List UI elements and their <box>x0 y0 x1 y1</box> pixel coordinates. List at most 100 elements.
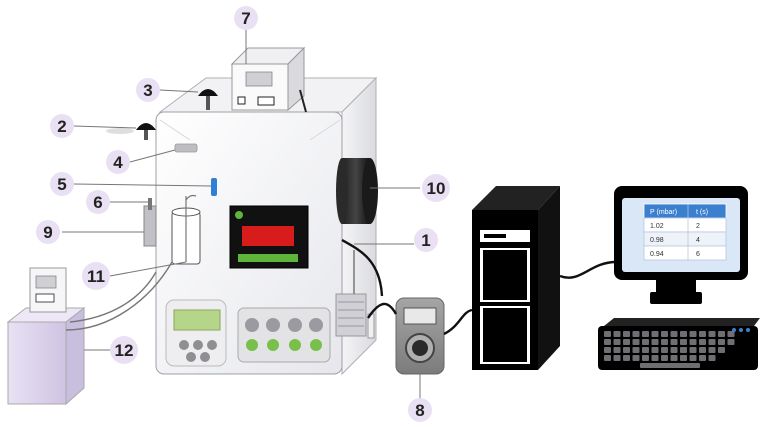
table-cell: 0.98 <box>650 237 664 244</box>
keyboard-key[interactable] <box>689 331 697 337</box>
keyboard-key[interactable] <box>699 355 706 361</box>
keyboard-key[interactable] <box>632 347 640 353</box>
keypad-button[interactable] <box>179 340 189 350</box>
knob-panel <box>237 307 331 363</box>
keyboard-key[interactable] <box>613 355 621 361</box>
keyboard-key[interactable] <box>670 355 678 361</box>
keyboard-key[interactable] <box>718 347 725 353</box>
keyboard-key[interactable] <box>699 347 706 353</box>
top-instrument <box>230 46 307 113</box>
keyboard-key[interactable] <box>670 347 678 353</box>
keyboard-key[interactable] <box>699 331 706 337</box>
computer-tower <box>472 186 560 370</box>
keypad-button[interactable] <box>193 340 203 350</box>
sample-tube <box>171 194 201 265</box>
keyboard-key[interactable] <box>651 339 659 345</box>
keyboard-led <box>739 328 743 332</box>
knob-icon[interactable] <box>309 318 323 332</box>
keypad-button[interactable] <box>186 352 196 362</box>
keyboard-key[interactable] <box>623 347 630 353</box>
keyboard-key[interactable] <box>699 339 706 345</box>
button-icon[interactable] <box>267 339 279 351</box>
keyboard-key[interactable] <box>689 347 697 353</box>
keyboard-key[interactable] <box>661 339 668 345</box>
keyboard-key[interactable] <box>604 339 611 345</box>
keyboard-key[interactable] <box>604 355 611 361</box>
table-header-pressure: P (mbar) <box>650 209 677 216</box>
svg-text:4: 4 <box>113 153 123 172</box>
monitor-cable <box>559 260 617 279</box>
keyboard-key[interactable] <box>689 355 697 361</box>
svg-text:5: 5 <box>57 175 66 194</box>
callout-9: 9 <box>36 220 60 244</box>
keyboard-key[interactable] <box>642 331 649 337</box>
keyboard-key[interactable] <box>613 339 621 345</box>
table-cell: 0.94 <box>650 251 664 258</box>
keyboard-key[interactable] <box>623 339 630 345</box>
keyboard-key[interactable] <box>718 331 725 337</box>
keyboard-key[interactable] <box>661 331 668 337</box>
keyboard-key[interactable] <box>632 339 640 345</box>
signal-cable <box>341 238 384 297</box>
keyboard-key[interactable] <box>651 347 659 353</box>
keyboard-key[interactable] <box>708 331 716 337</box>
keyboard-key[interactable] <box>727 339 735 345</box>
keyboard-key[interactable] <box>718 339 725 345</box>
keyboard-key[interactable] <box>604 331 611 337</box>
knob-icon[interactable] <box>266 318 280 332</box>
callout-6: 6 <box>86 190 110 214</box>
table-cell: 4 <box>696 237 700 244</box>
keyboard-led <box>732 328 736 332</box>
svg-text:1: 1 <box>421 231 430 250</box>
keyboard-key[interactable] <box>623 331 630 337</box>
pressure-sensor <box>335 250 375 339</box>
keyboard-key[interactable] <box>708 347 716 353</box>
keyboard-key[interactable] <box>670 331 678 337</box>
keypad-button[interactable] <box>200 352 210 362</box>
keyboard-key[interactable] <box>632 331 640 337</box>
keyboard-key[interactable] <box>708 355 716 361</box>
keyboard-key[interactable] <box>680 347 687 353</box>
callout-4: 4 <box>106 150 130 174</box>
keyboard-key[interactable] <box>632 355 640 361</box>
keyboard-key[interactable] <box>604 347 611 353</box>
keyboard-key[interactable] <box>623 355 630 361</box>
keypad-button[interactable] <box>207 340 217 350</box>
keyboard-key[interactable] <box>680 339 687 345</box>
button-icon[interactable] <box>246 339 258 351</box>
keyboard-key[interactable] <box>689 339 697 345</box>
keyboard-key[interactable] <box>642 339 649 345</box>
keyboard-key[interactable] <box>642 347 649 353</box>
keyboard-key[interactable] <box>680 355 687 361</box>
keyboard-key[interactable] <box>661 355 668 361</box>
keyboard-key[interactable] <box>680 331 687 337</box>
readout-red <box>242 226 294 246</box>
keyboard <box>598 318 760 370</box>
button-icon[interactable] <box>310 339 322 351</box>
callout-10: 10 <box>422 174 450 202</box>
indicator-led <box>235 211 243 219</box>
svg-text:10: 10 <box>427 179 446 198</box>
circulating-bath <box>6 261 173 406</box>
keyboard-key[interactable] <box>651 355 659 361</box>
keyboard-key[interactable] <box>661 347 668 353</box>
svg-text:6: 6 <box>93 193 102 212</box>
keyboard-key[interactable] <box>670 339 678 345</box>
keypad-screen <box>173 309 221 331</box>
keyboard-key[interactable] <box>727 331 735 337</box>
knob-icon[interactable] <box>245 318 259 332</box>
button-icon[interactable] <box>289 339 301 351</box>
table-cell: 2 <box>696 223 700 230</box>
keyboard-key[interactable] <box>642 355 649 361</box>
keyboard-key[interactable] <box>651 331 659 337</box>
readout-green <box>238 254 298 262</box>
keyboard-key[interactable] <box>613 347 621 353</box>
keyboard-key[interactable] <box>613 331 621 337</box>
keyboard-key[interactable] <box>708 339 716 345</box>
handheld-meter <box>367 297 473 375</box>
svg-text:8: 8 <box>415 401 424 420</box>
controller-display <box>229 205 309 269</box>
keyboard-spacebar[interactable] <box>640 363 700 368</box>
knob-icon[interactable] <box>288 318 302 332</box>
